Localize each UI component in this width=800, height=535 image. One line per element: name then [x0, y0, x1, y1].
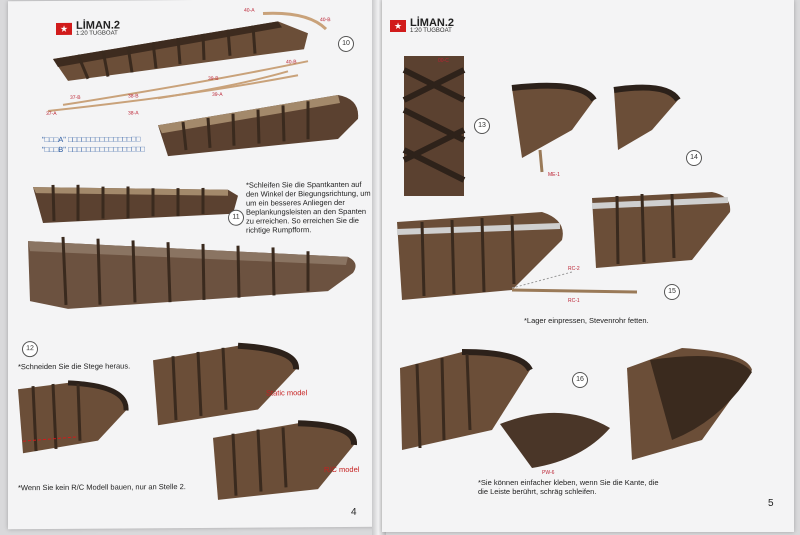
note-b: "□□□B" □□□□□□□□□□□□□□□□□ [42, 144, 146, 155]
brand-logo-icon [390, 20, 406, 32]
part-label-rc2: RC-2 [568, 266, 580, 272]
step-number-16: 16 [572, 372, 588, 388]
part-label: 39-B [208, 75, 219, 82]
part-label: 38-B [128, 93, 139, 100]
step-number-15: 15 [664, 284, 680, 300]
part-label: 38-A [128, 110, 139, 117]
frames-step13 [402, 56, 466, 196]
label-rc-model: R/C model [324, 464, 360, 475]
part-label-rc1: RC-1 [568, 298, 580, 304]
label-static-model: Static model [266, 388, 308, 398]
instruction-rc-note: *Wenn Sie kein R/C Modell bauen, nur an … [18, 482, 186, 493]
hull-step11 [28, 184, 356, 309]
part-label-pw6: PW-6 [542, 470, 555, 476]
step-number-13: 13 [474, 118, 490, 134]
bow-step12 [18, 342, 357, 500]
page-number-right: 5 [768, 498, 774, 509]
stern-views-step15 [396, 192, 731, 300]
part-label-00c: 00-C [438, 58, 449, 64]
left-illustrations [18, 11, 359, 500]
part-label: 40-B [320, 17, 331, 24]
step-number-11: 11 [228, 209, 244, 226]
brand-header-right: LİMAN.2 1:20 TUGBOAT [390, 18, 454, 34]
instruction-step11: *Schleifen Sie die Spantkanten auf den W… [246, 179, 371, 235]
brand-name: LİMAN.2 [410, 17, 454, 29]
bow-closeups-step13-14 [511, 82, 681, 173]
right-illustrations [396, 56, 752, 468]
left-page: LİMAN.2 1:20 TUGBOAT [8, 0, 380, 530]
step-number-10: 10 [338, 35, 354, 52]
part-label-me1: ME-1 [548, 172, 560, 178]
instruction-step12: *Schneiden Sie die Stege heraus. [18, 361, 131, 372]
page-number-left: 4 [351, 506, 357, 518]
instruction-step15: *Lager einpressen, Stevenrohr fetten. [524, 316, 649, 325]
note-a: "□□□A" □□□□□□□□□□□□□□□□ [42, 134, 141, 145]
instruction-step16: *Sie können einfacher kleben, wenn Sie d… [478, 478, 659, 496]
hull-planked-step10 [158, 94, 359, 157]
part-label: 37-B [70, 94, 81, 101]
hull-frame-step10 [47, 11, 328, 113]
part-label: 40-A [244, 7, 255, 14]
part-label: 40-B [286, 59, 297, 66]
right-page: LİMAN.2 1:20 TUGBOAT [382, 0, 794, 532]
part-label: 39-A [212, 91, 223, 98]
part-label: 37-A [46, 110, 57, 118]
bow-plate-step16 [400, 348, 752, 468]
step-number-12: 12 [22, 341, 38, 358]
step-number-14: 14 [686, 150, 702, 166]
brand-subtitle: 1:20 TUGBOAT [410, 28, 452, 34]
